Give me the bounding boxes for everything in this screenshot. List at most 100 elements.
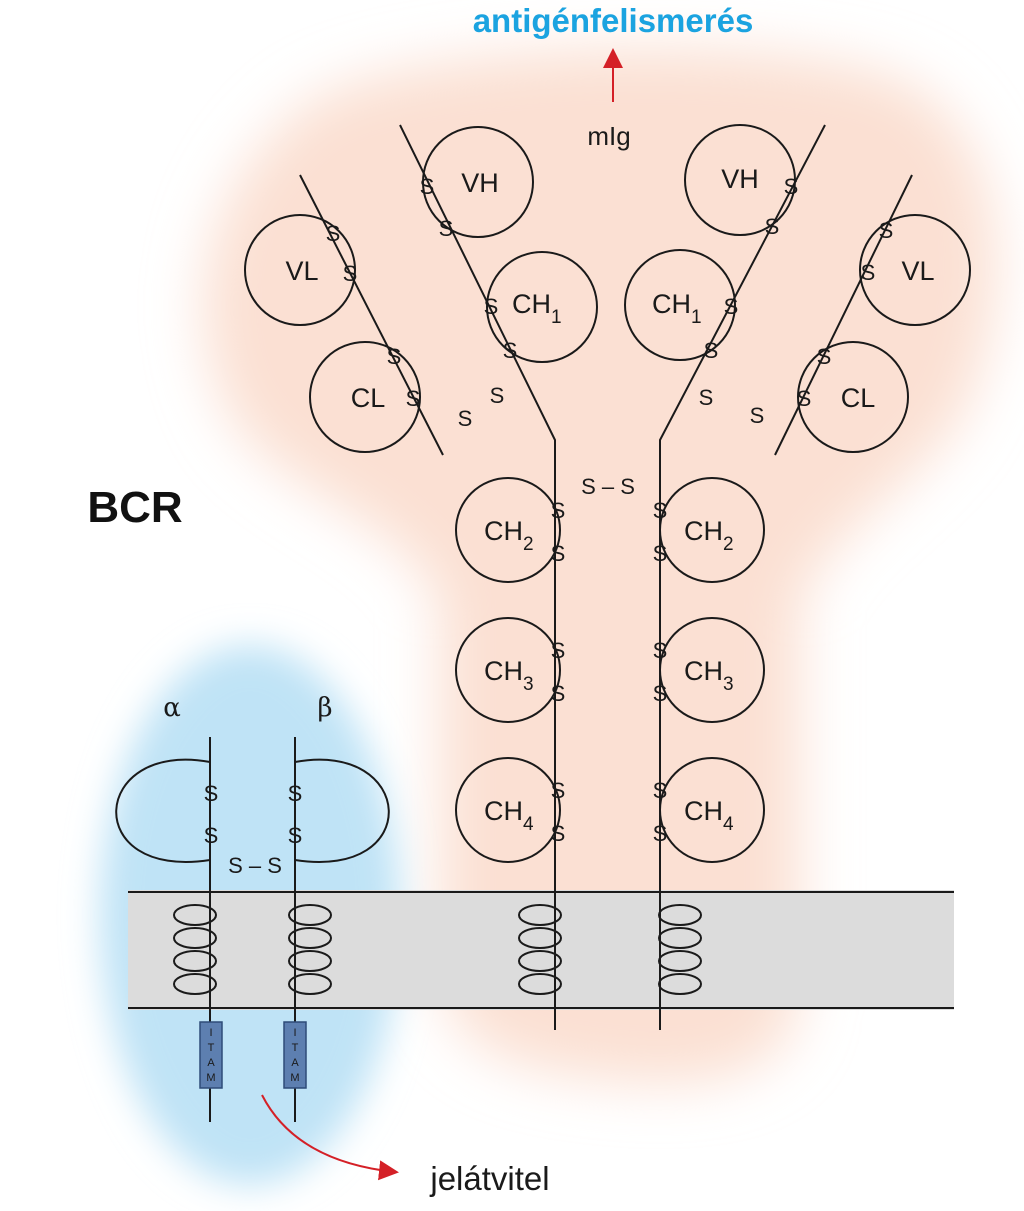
cell-membrane xyxy=(128,890,954,1010)
heavy-chain-right xyxy=(624,124,826,1030)
ch4-label-right: CH4 xyxy=(684,796,734,835)
sulfur-atom: S xyxy=(784,174,799,199)
ig-beta-label: β xyxy=(317,693,332,723)
sulfur-atom: S xyxy=(653,778,668,803)
ch3-domain-left xyxy=(455,617,561,723)
sulfur-atom: S xyxy=(653,821,668,846)
helix-turn xyxy=(518,927,562,949)
vl-label-right: VL xyxy=(901,256,934,286)
vl-domain-left xyxy=(244,214,356,326)
sulfur-atom: S xyxy=(551,638,566,663)
ch2-label-right: CH2 xyxy=(684,516,734,555)
helix-turn xyxy=(658,950,702,972)
sulfur-atom: S xyxy=(503,338,518,363)
sulfur-atom: S xyxy=(484,294,499,319)
mig-label: mIg xyxy=(587,121,630,151)
sulfur-atom: S xyxy=(420,174,435,199)
vh-domain-left xyxy=(422,126,534,238)
vh-label-right: VH xyxy=(721,164,759,194)
sulfur-atom: S xyxy=(653,498,668,523)
helix-turn xyxy=(288,973,332,995)
sulfur-atom: S xyxy=(653,638,668,663)
ch4-label-left: CH4 xyxy=(484,796,534,835)
svg-text:I: I xyxy=(209,1027,212,1039)
vl-domain-right xyxy=(859,214,971,326)
sulfur-atom: S xyxy=(704,338,719,363)
helix-turn xyxy=(518,973,562,995)
heavy-chain-left xyxy=(399,124,598,1030)
sulfur-atom: S xyxy=(765,214,780,239)
svg-text:A: A xyxy=(207,1057,215,1069)
cl-domain-left xyxy=(309,341,421,453)
hinge-disulfide-bond: S – S xyxy=(581,474,635,499)
sulfur-atom: S xyxy=(551,498,566,523)
ch2-domain-left xyxy=(455,477,561,583)
sulfur-atom: S xyxy=(653,681,668,706)
signal-transduction-label: jelátvitel xyxy=(429,1160,549,1197)
ch3-label-right: CH3 xyxy=(684,656,734,695)
helix-turn xyxy=(173,973,217,995)
signal-transduction-arrow xyxy=(261,1094,399,1181)
ig-alpha-label: α xyxy=(163,693,181,723)
sulfur-atom: S xyxy=(406,386,421,411)
svg-text:T: T xyxy=(208,1042,215,1054)
ch1-domain-right xyxy=(624,249,736,361)
sulfur-atom: S xyxy=(699,385,714,410)
sulfur-atom: S xyxy=(551,821,566,846)
helix-turn xyxy=(658,973,702,995)
helix-turn xyxy=(518,950,562,972)
itam-alpha: I T A M xyxy=(199,1021,223,1089)
ch3-domain-right xyxy=(659,617,765,723)
light-chain-right xyxy=(774,174,971,456)
sulfur-atom: S xyxy=(724,294,739,319)
ch1-label-left: CH1 xyxy=(512,289,562,328)
sulfur-atom: S xyxy=(879,218,894,243)
helix-turn xyxy=(173,950,217,972)
cl-domain-right xyxy=(797,341,909,453)
helix-turn xyxy=(173,927,217,949)
ch1-label-right: CH1 xyxy=(652,289,702,328)
sulfur-atom: S xyxy=(439,216,454,241)
svg-text:I: I xyxy=(293,1027,296,1039)
sulfur-atom: S xyxy=(458,406,473,431)
helix-turn xyxy=(288,904,332,926)
ch3-label-left: CH3 xyxy=(484,656,534,695)
cl-label-left: CL xyxy=(351,383,386,413)
helix-turn xyxy=(658,927,702,949)
ch4-domain-left xyxy=(455,757,561,863)
cl-label-right: CL xyxy=(841,383,876,413)
helix-turn xyxy=(658,904,702,926)
alpha-beta-disulfide-bond: S – S xyxy=(228,853,282,878)
sulfur-atom: S xyxy=(326,221,341,246)
helix-turn xyxy=(518,904,562,926)
ch4-domain-right xyxy=(659,757,765,863)
svg-text:M: M xyxy=(290,1072,299,1084)
vh-domain-right xyxy=(684,124,796,236)
transmembrane-helices xyxy=(173,904,702,995)
bcr-label: BCR xyxy=(87,483,182,532)
sulfur-atom: S xyxy=(551,541,566,566)
svg-text:T: T xyxy=(292,1042,299,1054)
helix-turn xyxy=(288,927,332,949)
ch2-label-left: CH2 xyxy=(484,516,534,555)
itam-beta: I T A M xyxy=(283,1021,307,1089)
vl-label-left: VL xyxy=(285,256,318,286)
svg-text:M: M xyxy=(206,1072,215,1084)
svg-text:A: A xyxy=(291,1057,299,1069)
sulfur-atom: S xyxy=(387,344,402,369)
antigen-recognition-label: antigénfelismerés xyxy=(473,2,754,39)
helix-turn xyxy=(173,904,217,926)
sulfur-atom: S xyxy=(750,403,765,428)
vh-label-left: VH xyxy=(461,168,499,198)
sulfur-atom: S xyxy=(817,344,832,369)
sulfur-atom: S xyxy=(797,386,812,411)
sulfur-atom: S xyxy=(551,778,566,803)
light-chain-left xyxy=(244,174,444,456)
sulfur-atom: S xyxy=(861,260,876,285)
helix-turn xyxy=(288,950,332,972)
ch1-domain-left xyxy=(486,251,598,363)
sulfur-atom: S xyxy=(343,261,358,286)
sulfur-atom: S xyxy=(653,541,668,566)
